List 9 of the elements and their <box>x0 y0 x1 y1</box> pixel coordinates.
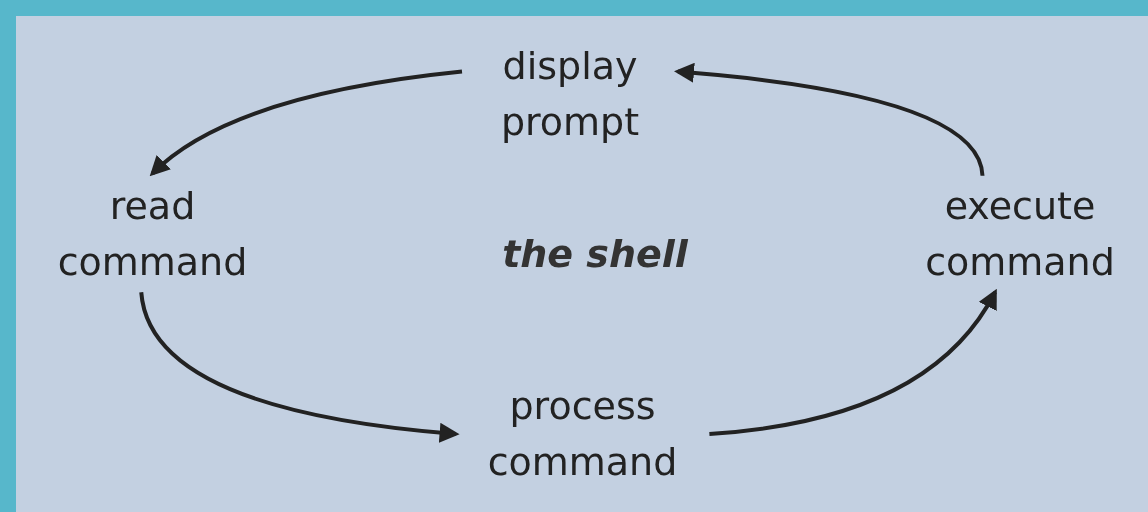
step-text: read command <box>40 178 265 290</box>
curved-arrow <box>139 291 460 443</box>
curved-arrow <box>674 63 985 177</box>
curved-arrow <box>149 69 463 177</box>
step-text: process command <box>465 378 700 490</box>
step-text: execute command <box>895 178 1145 290</box>
step-text: display prompt <box>470 38 670 150</box>
curved-arrow <box>709 288 997 436</box>
center-label: the shell <box>501 232 689 276</box>
